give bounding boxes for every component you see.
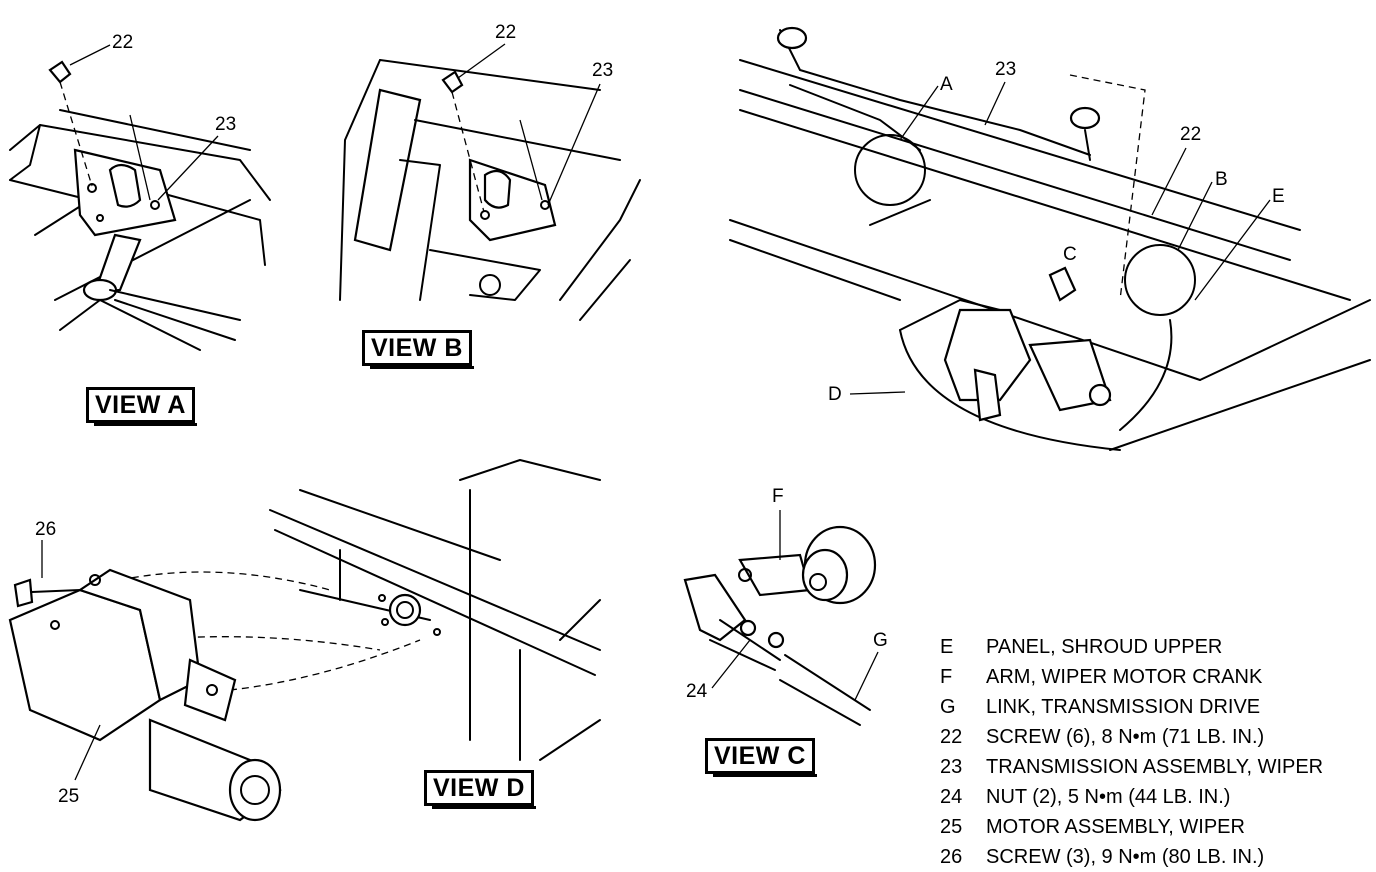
legend-key: G — [940, 696, 956, 718]
legend-key: 22 — [940, 726, 963, 748]
main-callout-c: C — [1063, 244, 1077, 265]
legend-description: ARM, WIPER MOTOR CRANK — [986, 666, 1263, 688]
main-callout-23: 23 — [995, 59, 1016, 80]
legend-description: LINK, TRANSMISSION DRIVE — [986, 696, 1261, 718]
legend-row: 22 SCREW (6), 8 N•m (71 LB. IN.) — [940, 722, 1323, 752]
main-callout-22: 22 — [1180, 124, 1201, 145]
view-c-label: VIEW C — [705, 738, 817, 777]
view-b-callout-22: 22 — [495, 22, 516, 43]
legend-row: E PANEL, SHROUD UPPER — [940, 632, 1323, 662]
view-d-callout-26: 26 — [35, 519, 56, 540]
legend-description: NUT (2), 5 N•m (44 LB. IN.) — [986, 786, 1231, 808]
legend-row: F ARM, WIPER MOTOR CRANK — [940, 662, 1323, 692]
view-c-callout-24: 24 — [686, 681, 708, 702]
legend-description: TRANSMISSION ASSEMBLY, WIPER — [986, 756, 1324, 778]
view-c-drawing — [683, 525, 877, 726]
view-d-drawing — [8, 459, 601, 822]
legend-key: F — [940, 666, 953, 688]
legend-description: PANEL, SHROUD UPPER — [986, 636, 1223, 658]
view-d-callout-25: 25 — [58, 786, 79, 807]
main-callout-a: A — [940, 74, 953, 95]
legend-row: 23 TRANSMISSION ASSEMBLY, WIPER — [940, 752, 1323, 782]
legend-description: SCREW (6), 8 N•m (71 LB. IN.) — [986, 726, 1265, 748]
view-b-label: VIEW B — [362, 330, 474, 369]
cowl-assembly-drawing — [729, 26, 1371, 451]
view-c-callout-g: G — [873, 630, 888, 651]
legend-key: 25 — [940, 816, 963, 838]
legend-row: 25 MOTOR ASSEMBLY, WIPER — [940, 812, 1323, 842]
legend-row: G LINK, TRANSMISSION DRIVE — [940, 692, 1323, 722]
legend-key: 24 — [940, 786, 963, 808]
view-b-callout-23: 23 — [592, 60, 613, 81]
main-callout-e: E — [1272, 186, 1285, 207]
view-a-label: VIEW A — [86, 387, 197, 426]
view-a-callout-23: 23 — [215, 114, 236, 135]
legend-description: SCREW (3), 9 N•m (80 LB. IN.) — [986, 846, 1265, 868]
legend-row: 26 SCREW (3), 9 N•m (80 LB. IN.) — [940, 842, 1323, 872]
legend-row: 24 NUT (2), 5 N•m (44 LB. IN.) — [940, 782, 1323, 812]
parts-legend: E PANEL, SHROUD UPPER F ARM, WIPER MOTOR C… — [940, 632, 1323, 872]
view-a-drawing — [9, 60, 271, 351]
legend-key: 23 — [940, 756, 963, 778]
main-callout-b: B — [1215, 169, 1228, 190]
view-c-callout-f: F — [772, 486, 784, 507]
view-b-drawing — [339, 59, 641, 321]
view-a-callout-22: 22 — [112, 32, 133, 53]
legend-description: MOTOR ASSEMBLY, WIPER — [986, 816, 1245, 838]
legend-key: E — [940, 636, 954, 658]
legend-key: 26 — [940, 846, 963, 868]
view-d-label: VIEW D — [424, 770, 536, 809]
main-callout-d: D — [828, 384, 842, 405]
